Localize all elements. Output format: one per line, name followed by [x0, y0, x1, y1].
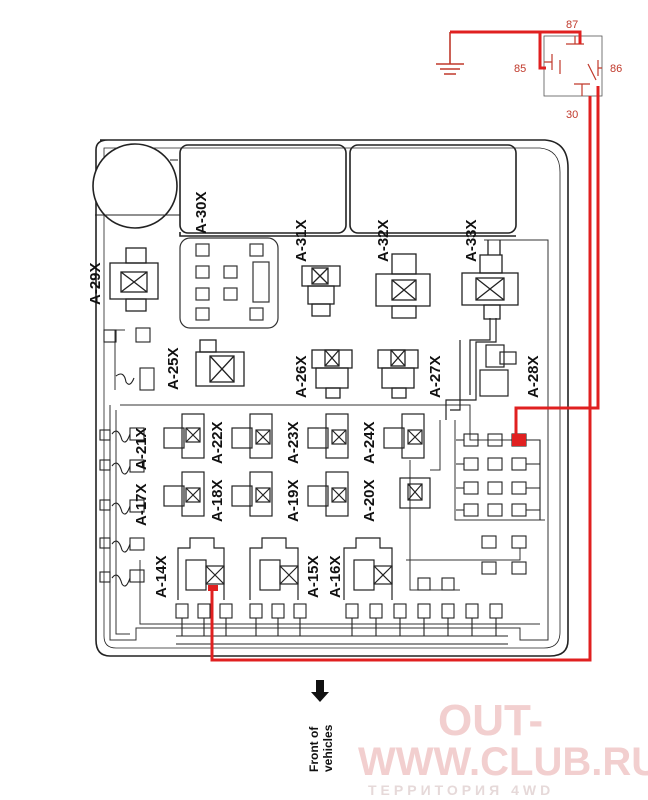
pin-85-label: 85: [514, 63, 526, 75]
inner-frame: [109, 239, 549, 641]
watermark-line1: OUT-: [438, 696, 543, 745]
label-a19x: A-19X: [285, 479, 302, 522]
tapped-fuse-slot: [512, 434, 526, 446]
pin-86-label: 86: [610, 63, 622, 75]
relay-a27: [377, 349, 419, 399]
right-fuse-array: [456, 433, 541, 575]
label-a17x: A-17X: [133, 483, 150, 526]
label-a33x: A-33X: [463, 219, 480, 262]
relay-a31: [301, 265, 341, 317]
relay-row-upper: [163, 413, 425, 459]
label-a14x: A-14X: [153, 555, 170, 598]
relay-a15: [249, 537, 299, 600]
label-a25x: A-25X: [165, 347, 182, 390]
tapped-relay-pin: [208, 585, 218, 591]
pin-87-label: 87: [566, 19, 578, 31]
relay-a28: [445, 318, 517, 420]
relay-a32: [375, 253, 431, 319]
relay-block-a30: [179, 237, 279, 329]
label-a29x: A-29X: [87, 262, 104, 305]
ground-icon: [436, 32, 464, 75]
label-a15x: A-15X: [305, 555, 322, 598]
label-a20x: A-20X: [361, 479, 378, 522]
front-label-line2: vehicles: [321, 724, 335, 772]
label-a28x: A-28X: [525, 355, 542, 398]
watermark: OUT- WWW.CLUB.RU ТЕРРИТОРИЯ 4WD: [358, 696, 648, 798]
relay-a25: [195, 339, 245, 387]
label-a31x: A-31X: [293, 219, 310, 262]
bottom-fuse-row: [175, 577, 508, 645]
label-a18x: A-18X: [209, 479, 226, 522]
relay-a14: [177, 537, 225, 600]
label-a26x: A-26X: [293, 355, 310, 398]
label-a22x: A-22X: [209, 421, 226, 464]
relay-a33: [461, 240, 519, 320]
label-a27x: A-27X: [427, 355, 444, 398]
label-a24x: A-24X: [361, 421, 378, 464]
front-arrow-icon: [311, 680, 329, 702]
watermark-line3: ТЕРРИТОРИЯ 4WD: [368, 782, 554, 798]
relay-symbol: [543, 35, 603, 97]
label-a32x: A-32X: [375, 219, 392, 262]
label-a16x: A-16X: [327, 555, 344, 598]
label-a23x: A-23X: [285, 421, 302, 464]
label-a21x: A-21X: [133, 427, 150, 470]
relay-a26: [311, 349, 353, 399]
watermark-line2: WWW.CLUB.RU: [358, 740, 648, 784]
left-fuse-column: [99, 327, 155, 587]
front-label-line1: Front of: [307, 726, 321, 772]
relay-row-lower: [163, 471, 431, 517]
relay-a16: [343, 537, 393, 600]
added-relay-wiring: [210, 30, 600, 662]
label-a30x: A-30X: [193, 191, 210, 234]
fuse-box-housing: [92, 139, 569, 657]
relay-a29: [109, 247, 159, 312]
pin-30-label: 30: [566, 109, 578, 121]
